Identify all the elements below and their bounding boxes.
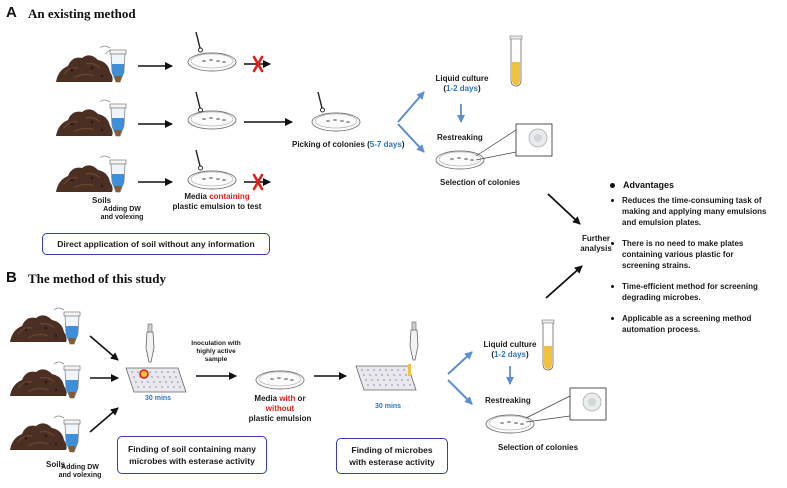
liquid-culture-tube-b (541, 319, 555, 371)
liquid-culture-label-b: Liquid culture (1-2 days) (483, 340, 537, 359)
media-dish-b (255, 370, 305, 390)
picking-colonies-label: Picking of colonies (5-7 days) (292, 140, 405, 149)
liquid-culture-label-a: Liquid culture (1-2 days) (435, 74, 489, 93)
section-b-soils (9, 307, 119, 453)
section-a-row-2 (55, 91, 361, 137)
arrow-b-to-further (545, 265, 583, 299)
media-containing-label: Media containing plastic emulsion to tes… (172, 192, 262, 211)
advantage-item: Applicable as a screening method automat… (608, 313, 770, 335)
selection-label-b: Selection of colonies (498, 443, 579, 452)
microplate-2 (355, 321, 419, 391)
arrow-to-liquid-culture-b (447, 351, 473, 375)
arrow-to-restreaking-b (447, 379, 473, 405)
section-b-title: The method of this study (28, 271, 166, 286)
advantages-list: Reduces the time-consuming task of makin… (608, 195, 778, 335)
section-b-letter: B (6, 269, 17, 286)
arrow-a-to-further (547, 193, 581, 225)
restreaking-label-a: Restreaking (437, 133, 483, 142)
selection-label-a: Selection of colonies (440, 178, 521, 187)
section-a-title: An existing method (28, 6, 136, 21)
arrow-to-restreaking-a (397, 123, 425, 153)
section-a-row-3 (55, 149, 271, 193)
microplate-1 (125, 323, 187, 393)
section-a-row-1 (55, 31, 271, 83)
arrow-to-liquid-culture-a (397, 91, 425, 123)
advantage-item: Reduces the time-consuming task of makin… (608, 195, 770, 228)
advantage-item: There is no need to make plates containi… (608, 238, 770, 271)
advantage-item: Time-efficient method for screening degr… (608, 281, 770, 303)
advantages-title: Advantages (610, 180, 778, 191)
media-with-without-label: Media with or without plastic emulsion (248, 394, 312, 423)
advantages-panel: Advantages Reduces the time-consuming ta… (608, 180, 778, 345)
soils-label-b: Soils (46, 460, 66, 469)
restreaking-label-b: Restreaking (485, 396, 531, 405)
soils-label-a: Soils (92, 196, 112, 205)
mins-label-2: 30 mins (375, 403, 402, 410)
section-a-letter: A (6, 4, 17, 21)
liquid-culture-tube-a (509, 35, 523, 87)
direct-application-box: Direct application of soil without any i… (42, 233, 270, 255)
bullet-icon (610, 183, 615, 189)
mins-label-1: 30 mins (145, 395, 172, 402)
